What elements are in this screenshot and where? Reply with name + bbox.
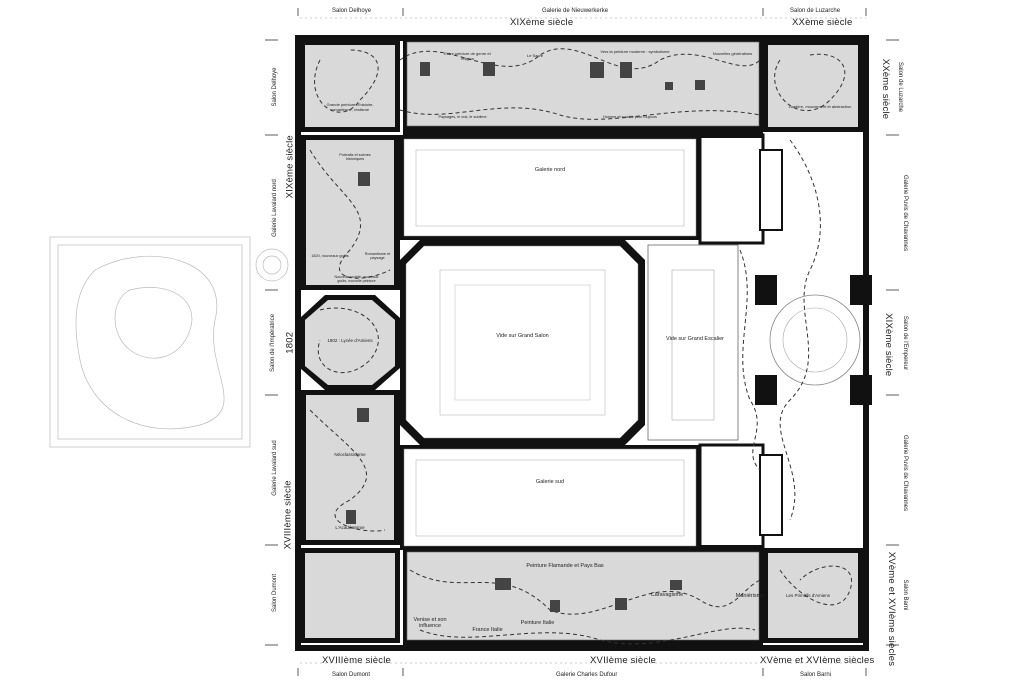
room-salon-imperatrice: 1802 : Lycée d'Amiens bbox=[327, 338, 373, 343]
room-academisme: L'Académisme bbox=[335, 525, 365, 530]
right-salon-empereur: Salon de l'Empereur bbox=[902, 315, 908, 371]
room-paysages: Paysages, le vrai, le sublime bbox=[438, 115, 487, 119]
right-century-top: XXème siècle bbox=[879, 58, 891, 120]
right-century-bottom: XVème et XVIème siècles bbox=[885, 551, 897, 667]
visitor-route bbox=[309, 48, 853, 645]
top-century-right: XXème siècle bbox=[792, 17, 853, 28]
top-century-center: XIXème siècle bbox=[510, 17, 574, 28]
bottom-century-center: XVIIème siècle bbox=[590, 655, 657, 666]
right-salon-barni: Salon Barni bbox=[902, 579, 908, 611]
garden bbox=[49, 236, 289, 448]
building bbox=[295, 35, 872, 651]
right-salon-luzarche: Salon de Luzarche bbox=[897, 61, 903, 113]
left-year: 1802 bbox=[284, 331, 296, 354]
room-homme: Homme et société pour toujours bbox=[603, 115, 657, 119]
room-galerie-nord: Galerie nord bbox=[534, 167, 566, 173]
left-galerie-nord: Galerie Lavalard nord bbox=[272, 179, 278, 237]
left-galerie-sud: Galerie Lavalard sud bbox=[272, 440, 278, 496]
top-galerie: Galerie de Nieuwerkerke bbox=[542, 8, 609, 14]
left-century-top: XIXème siècle bbox=[284, 135, 296, 199]
top-salon-left: Salon Delhoye bbox=[332, 8, 372, 14]
top-salon-right: Salon de Luzarche bbox=[790, 8, 841, 14]
room-nouvelle-societe: Nouvelle société, nouveaux goûts, nouvel… bbox=[334, 275, 379, 284]
room-galerie-sud: Galerie sud bbox=[535, 479, 565, 485]
bottom-salon-left: Salon Dumont bbox=[332, 672, 371, 678]
room-peinture-flamande: Peinture Flamande et Pays Bas bbox=[526, 563, 604, 569]
right-galerie-puvis-2: Galerie Puvis de Chavannes bbox=[902, 434, 908, 512]
room-neoclassicisme: Néoclassicisme bbox=[334, 452, 366, 457]
bottom-century-right: XVème et XVIème siècles bbox=[760, 655, 875, 666]
room-france-italie: France Italie bbox=[472, 627, 503, 633]
room-nouvelle-generation: Nouvelles générations bbox=[712, 51, 753, 56]
bottom-salon-right: Salon Barni bbox=[800, 672, 832, 678]
room-romantisme: Romantisme et paysage bbox=[364, 252, 391, 261]
right-century-mid: XIXème siècle bbox=[882, 313, 894, 377]
room-lumiere: Lumière, mouvement et abstraction bbox=[788, 104, 852, 109]
room-les-primitifs: Les Primitifs d'Amiens bbox=[785, 593, 831, 598]
room-peinture-italie: Peinture Italie bbox=[520, 620, 555, 626]
left-salon-dumont: Salon Dumont bbox=[272, 573, 278, 613]
room-entre-peinture: Entre peinture de genre et religion bbox=[444, 51, 491, 61]
room-annees-1820: 1820, nouveaux goûts bbox=[311, 254, 349, 258]
bottom-century-left: XVIIIème siècle bbox=[322, 655, 391, 666]
room-caravagisme: Caravagisme bbox=[650, 592, 684, 598]
left-century-bottom: XVIIIème siècle bbox=[282, 480, 294, 550]
right-galerie-puvis-1: Galerie Puvis de Chavannes bbox=[902, 174, 908, 252]
room-manierisme: Maniérisme bbox=[735, 593, 765, 599]
axis-ticks bbox=[265, 8, 899, 676]
room-le-sacre: Le Sacré bbox=[526, 53, 543, 58]
room-venise: Venise et son influence bbox=[413, 617, 447, 630]
room-vers-symbolisme: Vers la peinture moderne : symbolisme bbox=[600, 49, 670, 54]
left-salon-imperatrice: Salon de l'Impératrice bbox=[270, 314, 276, 372]
room-portraits: Portraits et scènes historiques bbox=[339, 153, 371, 162]
left-salon-delhoye: Salon Delhoye bbox=[272, 67, 278, 107]
bottom-galerie: Galerie Charles Dufour bbox=[556, 672, 618, 678]
room-grand-peinture: Grande peinture d'histoire, romantisme, … bbox=[326, 102, 374, 112]
room-vide-grand-salon: Vide sur Grand Salon bbox=[496, 333, 549, 339]
room-vide-grand-escalier: Vide sur Grand Escalier bbox=[666, 336, 724, 342]
artwork-markers bbox=[346, 62, 705, 612]
